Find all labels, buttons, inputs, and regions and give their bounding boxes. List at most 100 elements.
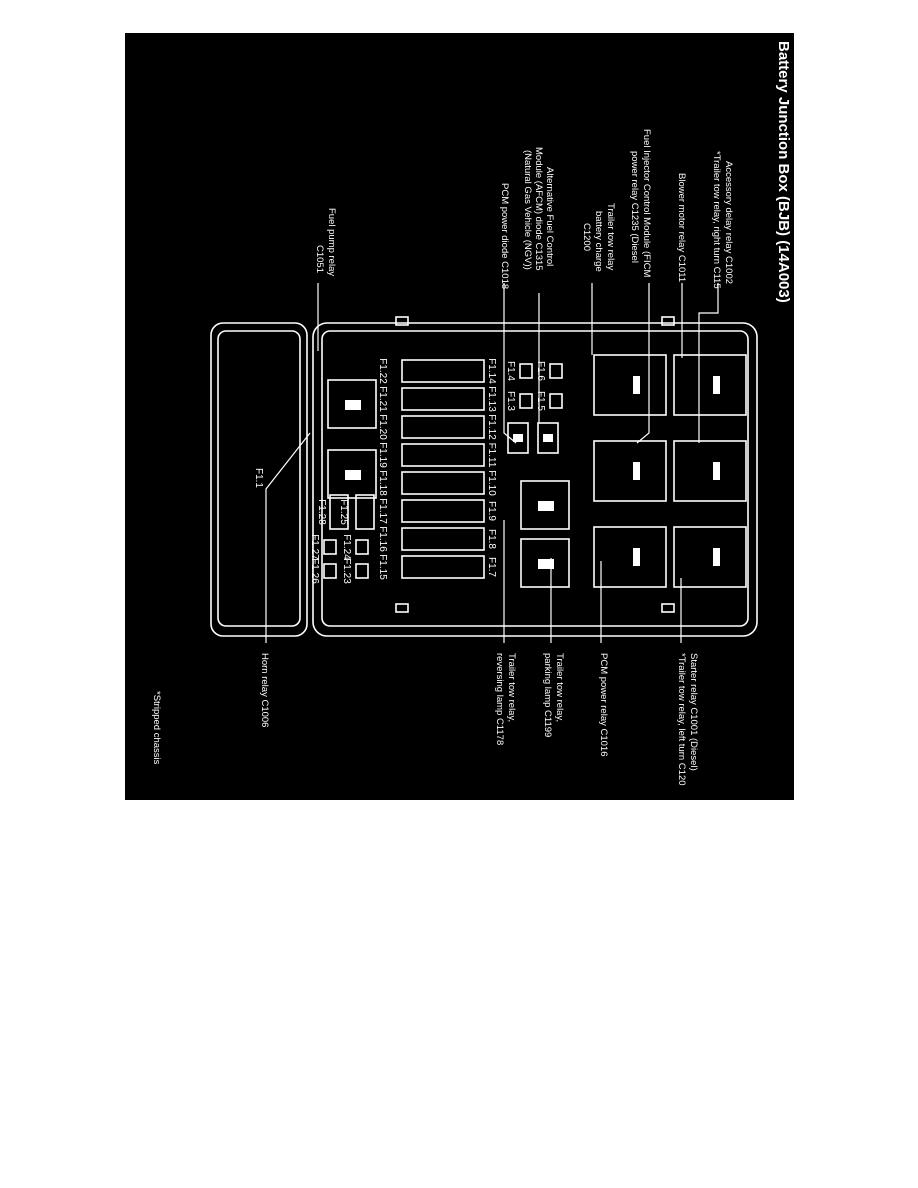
label-trailer-charge-line3: C1200	[581, 223, 592, 251]
diagram-title: Battery Junction Box (BJB) (14A003)	[775, 41, 792, 303]
relay-trailer-parking	[520, 538, 570, 588]
fuse-f1-4: F1.4	[505, 361, 516, 381]
relay-trailer-reversing	[520, 480, 570, 530]
fuse-f1-27-body	[323, 539, 337, 555]
leader-ficm	[636, 283, 650, 444]
fuse-f1-25: F1.25	[338, 499, 349, 525]
top-labels: Accessory delay relay C1002 *Trailer tow…	[314, 129, 734, 289]
leader-accessory	[698, 283, 719, 443]
diode-symbol	[543, 434, 553, 442]
diode-afcm	[537, 422, 559, 454]
fuse-f1-6-body	[549, 363, 563, 379]
fuse-f1-27: F1.27	[309, 534, 320, 560]
relay-contact	[633, 548, 640, 566]
fuse-f1-28-body	[329, 494, 349, 530]
label-fuel-pump-line1: Fuel pump relay	[326, 208, 337, 276]
junction-box-outline	[210, 316, 758, 637]
fuse-f1-11: F1.11	[486, 443, 497, 468]
fuse-f1-23: F1.23	[341, 558, 352, 584]
label-trailer-charge-line1: Trailer tow relay	[605, 203, 616, 270]
fuse-f1-9-body	[401, 499, 485, 523]
fuse-f1-22: F1.22	[377, 358, 388, 384]
relay-horn	[327, 449, 377, 499]
relay-contact	[538, 559, 554, 569]
relay-contact	[345, 470, 361, 480]
label-blower-motor-relay: Blower motor relay C1011	[676, 173, 687, 282]
label-ficm-relay-line1: Fuel Injector Control Module (FICM	[641, 129, 652, 277]
fuse-f1-17: F1.17	[377, 498, 388, 524]
relay-contact	[633, 376, 640, 394]
relay-pcm-power	[593, 526, 667, 588]
diode-symbol	[513, 434, 523, 442]
relay-trailer-charge	[593, 354, 667, 416]
leader-horn	[265, 432, 311, 643]
fuse-f1-8-body	[401, 527, 485, 551]
label-horn-relay: Horn relay C1006	[259, 653, 270, 727]
relay-fuel-pump	[327, 379, 377, 429]
fuse-f1-13-body	[401, 387, 485, 411]
tab-bottom-1	[661, 603, 675, 613]
leader-pcm-diode	[503, 283, 517, 444]
label-afcm-line2: Module (AFCM) diode C1315	[533, 147, 544, 271]
fuse-f1-3-body	[519, 393, 533, 409]
fuse-f1-16: F1.16	[377, 526, 388, 552]
fuse-f1-8: F1.8	[486, 529, 497, 549]
inner-housing	[321, 330, 749, 627]
fuse-f1-28: F1.28	[316, 499, 327, 525]
label-afcm-line3: (Natural Gas Vehicle (NGV))	[522, 150, 533, 270]
cover-housing	[210, 322, 308, 637]
diodes	[507, 422, 559, 454]
fuse-f1-5: F1.5	[535, 391, 546, 411]
fuse-f1-10: F1.10	[486, 470, 497, 496]
fuse-f1-15: F1.15	[377, 554, 388, 580]
label-pcm-power-diode: PCM power diode C1018	[499, 183, 510, 289]
bottom-labels: Starter relay C1001 (Diesel) *Trailer to…	[151, 653, 699, 786]
label-starter-relay: Starter relay C1001 (Diesel)	[688, 653, 699, 771]
footnote: *Stripped chassis	[151, 691, 162, 765]
fuse-f1-23-body	[355, 563, 369, 579]
label-trailer-left-turn: *Trailer tow relay, left turn C120	[676, 653, 687, 786]
fuse-f1-12: F1.12	[486, 414, 497, 440]
label-pcm-power-relay: PCM power relay C1016	[598, 653, 609, 757]
fuse-f1-26-body	[323, 563, 337, 579]
label-afcm-line1: Alternative Fuel Control	[544, 167, 555, 266]
label-trailer-reversing-line1: Trailer tow relay,	[506, 653, 517, 722]
fuse-f1-6: F1.6	[535, 361, 546, 381]
fuse-f1-4-body	[519, 363, 533, 379]
fuse-column-2: F1.22 F1.21 F1.20 F1.19 F1.18 F1.17 F1.1…	[377, 358, 388, 580]
fuse-f1-9: F1.9	[486, 501, 497, 521]
fuse-f1-24: F1.24	[341, 534, 352, 560]
lower-fuses: F1.25 F1.28 F1.24 F1.23 F1.27 F1.26	[309, 494, 375, 584]
fuse-f1-20: F1.20	[377, 414, 388, 440]
label-trailer-reversing-line2: reversing lamp C1178	[494, 653, 505, 745]
relay-starter	[673, 526, 747, 588]
fuse-f1-10-body	[401, 471, 485, 495]
tab-bottom-2	[395, 603, 409, 613]
fuse-f1-12-body	[401, 415, 485, 439]
fuse-f1-24-body	[355, 539, 369, 555]
fuse-f1-18: F1.18	[377, 470, 388, 496]
fuse-f1-1: F1.1	[253, 468, 264, 488]
main-housing	[312, 322, 758, 637]
mini-fuses: F1.6 F1.5 F1.4 F1.3	[505, 361, 563, 411]
diode-pcm-power	[507, 422, 529, 454]
fuse-f1-19: F1.19	[377, 442, 388, 468]
fuse-column-1: F1.14 F1.13 F1.12 F1.11 F1.10 F1.9 F1.8 …	[401, 358, 497, 579]
fuse-f1-3: F1.3	[505, 391, 516, 411]
relay-ficm	[593, 440, 667, 502]
leader-lines	[265, 283, 719, 643]
label-trailer-parking-line2: parking lamp C1199	[542, 653, 553, 737]
relay-contact	[538, 501, 554, 511]
label-ficm-relay-line2: power relay C1235 (Diesel	[629, 151, 640, 263]
relay-blower-motor	[673, 354, 747, 416]
rotated-diagram: Battery Junction Box (BJB) (14A003) Acce…	[151, 41, 792, 786]
relay-contact	[713, 548, 720, 566]
fuse-f1-11-body	[401, 443, 485, 467]
mini-relays	[327, 379, 570, 588]
label-fuel-pump-line2: C1051	[314, 245, 325, 273]
label-trailer-parking-line1: Trailer tow relay,	[554, 653, 565, 722]
cover-inner	[217, 330, 301, 627]
fuse-f1-13: F1.13	[486, 386, 497, 412]
tab-top-2	[395, 316, 409, 326]
